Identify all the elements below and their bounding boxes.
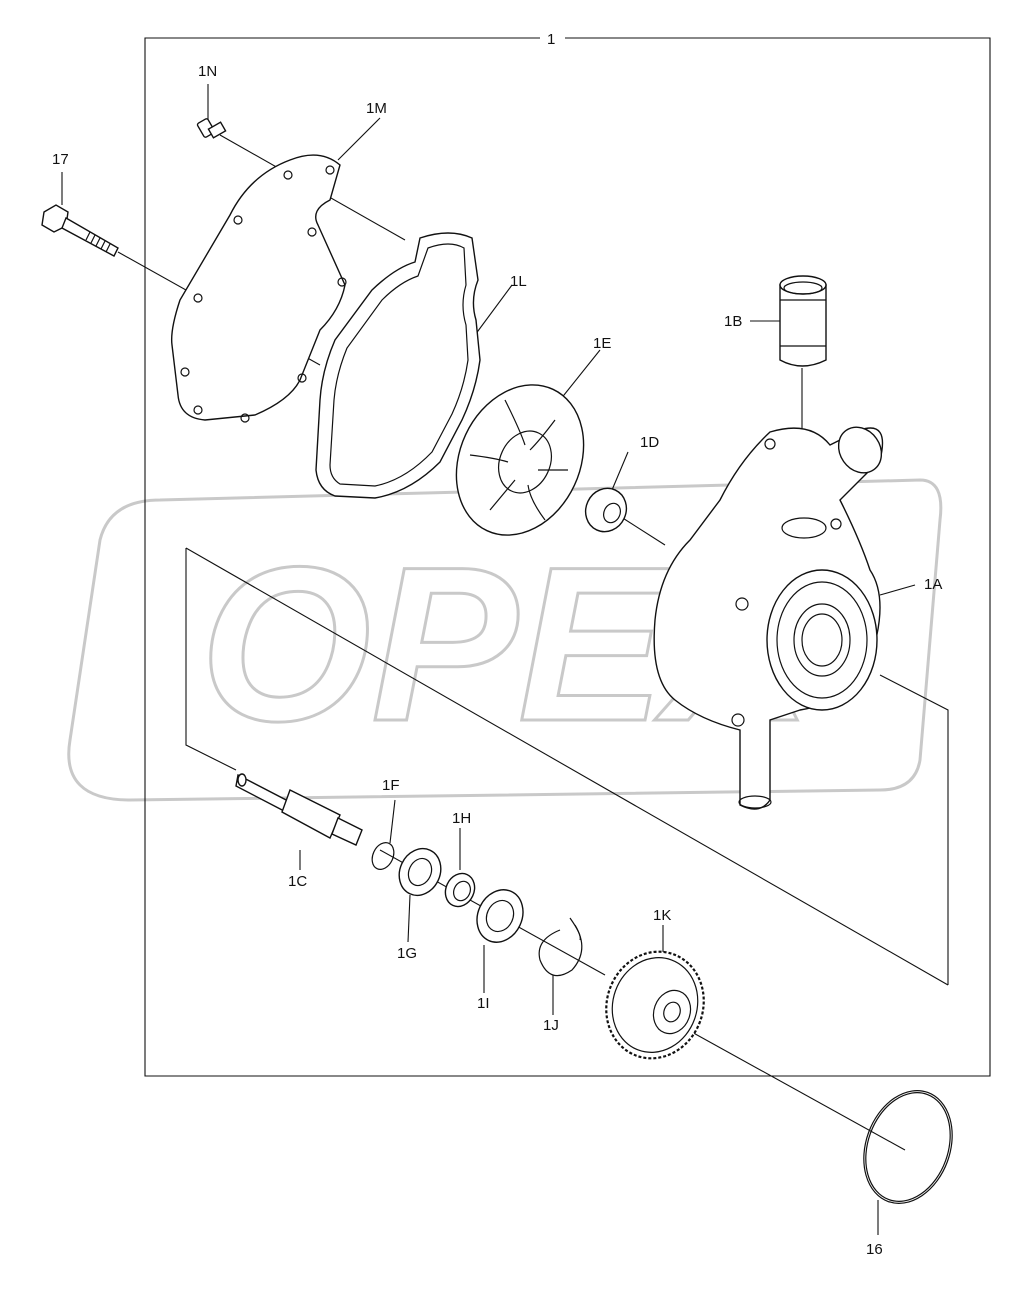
assembly-frame: 1 [144, 31, 991, 1077]
callout-1K: 1K [653, 907, 671, 924]
callout-1M: 1M [366, 100, 387, 117]
bearing-1I-part [476, 889, 524, 943]
callout-1F: 1F [382, 777, 400, 794]
bearing-1G-part [398, 847, 442, 897]
seal-1D-part [584, 487, 628, 533]
cover-plate-1M-part [170, 154, 347, 423]
callout-1J: 1J [543, 1017, 559, 1034]
callout-1D: 1D [640, 434, 659, 451]
callout-1I: 1I [477, 995, 490, 1012]
pump-housing-1A-part [653, 426, 884, 810]
gasket-1L-part [315, 232, 481, 499]
callouts: 1N 1M 17 1L 1E 1B 1D 1A 1F 1H 1C 1G 1I 1… [52, 63, 942, 1258]
impeller-1E-part [455, 384, 585, 536]
circlip-1F-part [371, 842, 395, 870]
callout-1H: 1H [452, 810, 471, 827]
o-ring-16-part [863, 1090, 953, 1204]
callout-17: 17 [52, 151, 69, 168]
callout-1E: 1E [593, 335, 611, 352]
snap-ring-1J-part [538, 917, 583, 977]
assembly-label: 1 [547, 31, 555, 48]
callout-1B: 1B [724, 313, 742, 330]
callout-1C: 1C [288, 873, 307, 890]
sleeve-1B-part [779, 275, 827, 367]
callout-16: 16 [866, 1241, 883, 1258]
callout-1N: 1N [198, 63, 217, 80]
callout-1A: 1A [924, 576, 942, 593]
screw-1N-part [196, 118, 227, 139]
shaft-1C-part [235, 773, 363, 846]
spacer-1H-part [444, 872, 476, 908]
bolt-17-part [41, 204, 119, 257]
callout-1G: 1G [397, 945, 417, 962]
callout-1L: 1L [510, 273, 527, 290]
gear-1K-part [605, 950, 705, 1060]
